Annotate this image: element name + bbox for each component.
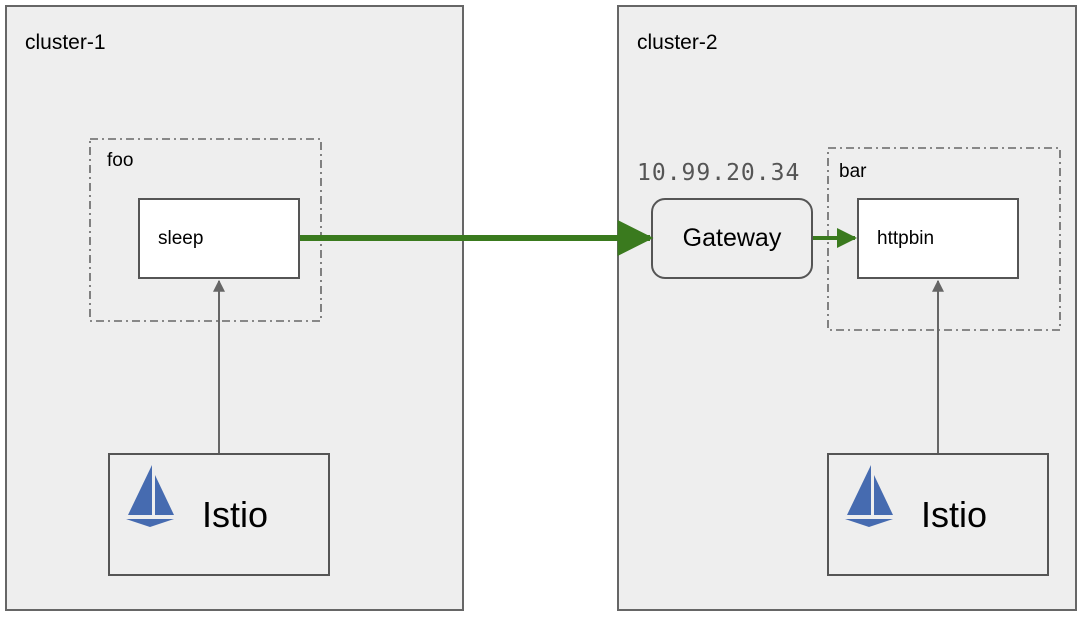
service-httpbin[interactable]: httpbin xyxy=(857,198,1019,279)
istio-control-plane-cluster-2[interactable]: Istio xyxy=(827,453,1049,576)
cluster-2-label: cluster-2 xyxy=(637,31,718,54)
namespace-bar-border xyxy=(827,147,1061,331)
service-httpbin-label: httpbin xyxy=(877,227,935,249)
namespace-foo-label: foo xyxy=(107,150,134,171)
gateway-label: Gateway xyxy=(682,224,782,252)
gateway-ip-label: 10.99.20.34 xyxy=(637,160,801,186)
namespace-foo-border xyxy=(89,138,322,322)
istio-sail-icon xyxy=(845,465,893,527)
istio-label-cluster-2: Istio xyxy=(921,493,988,535)
istio-sail-icon xyxy=(126,465,174,527)
namespace-foo: foo xyxy=(89,138,322,322)
gateway-box[interactable]: Gateway xyxy=(651,198,813,279)
istio-label-cluster-1: Istio xyxy=(202,493,269,535)
namespace-bar-label: bar xyxy=(839,161,867,182)
service-sleep-label: sleep xyxy=(158,227,204,249)
namespace-bar: bar xyxy=(827,147,1061,331)
service-sleep[interactable]: sleep xyxy=(138,198,300,279)
istio-control-plane-cluster-1[interactable]: Istio xyxy=(108,453,330,576)
cluster-1-label: cluster-1 xyxy=(25,31,106,54)
